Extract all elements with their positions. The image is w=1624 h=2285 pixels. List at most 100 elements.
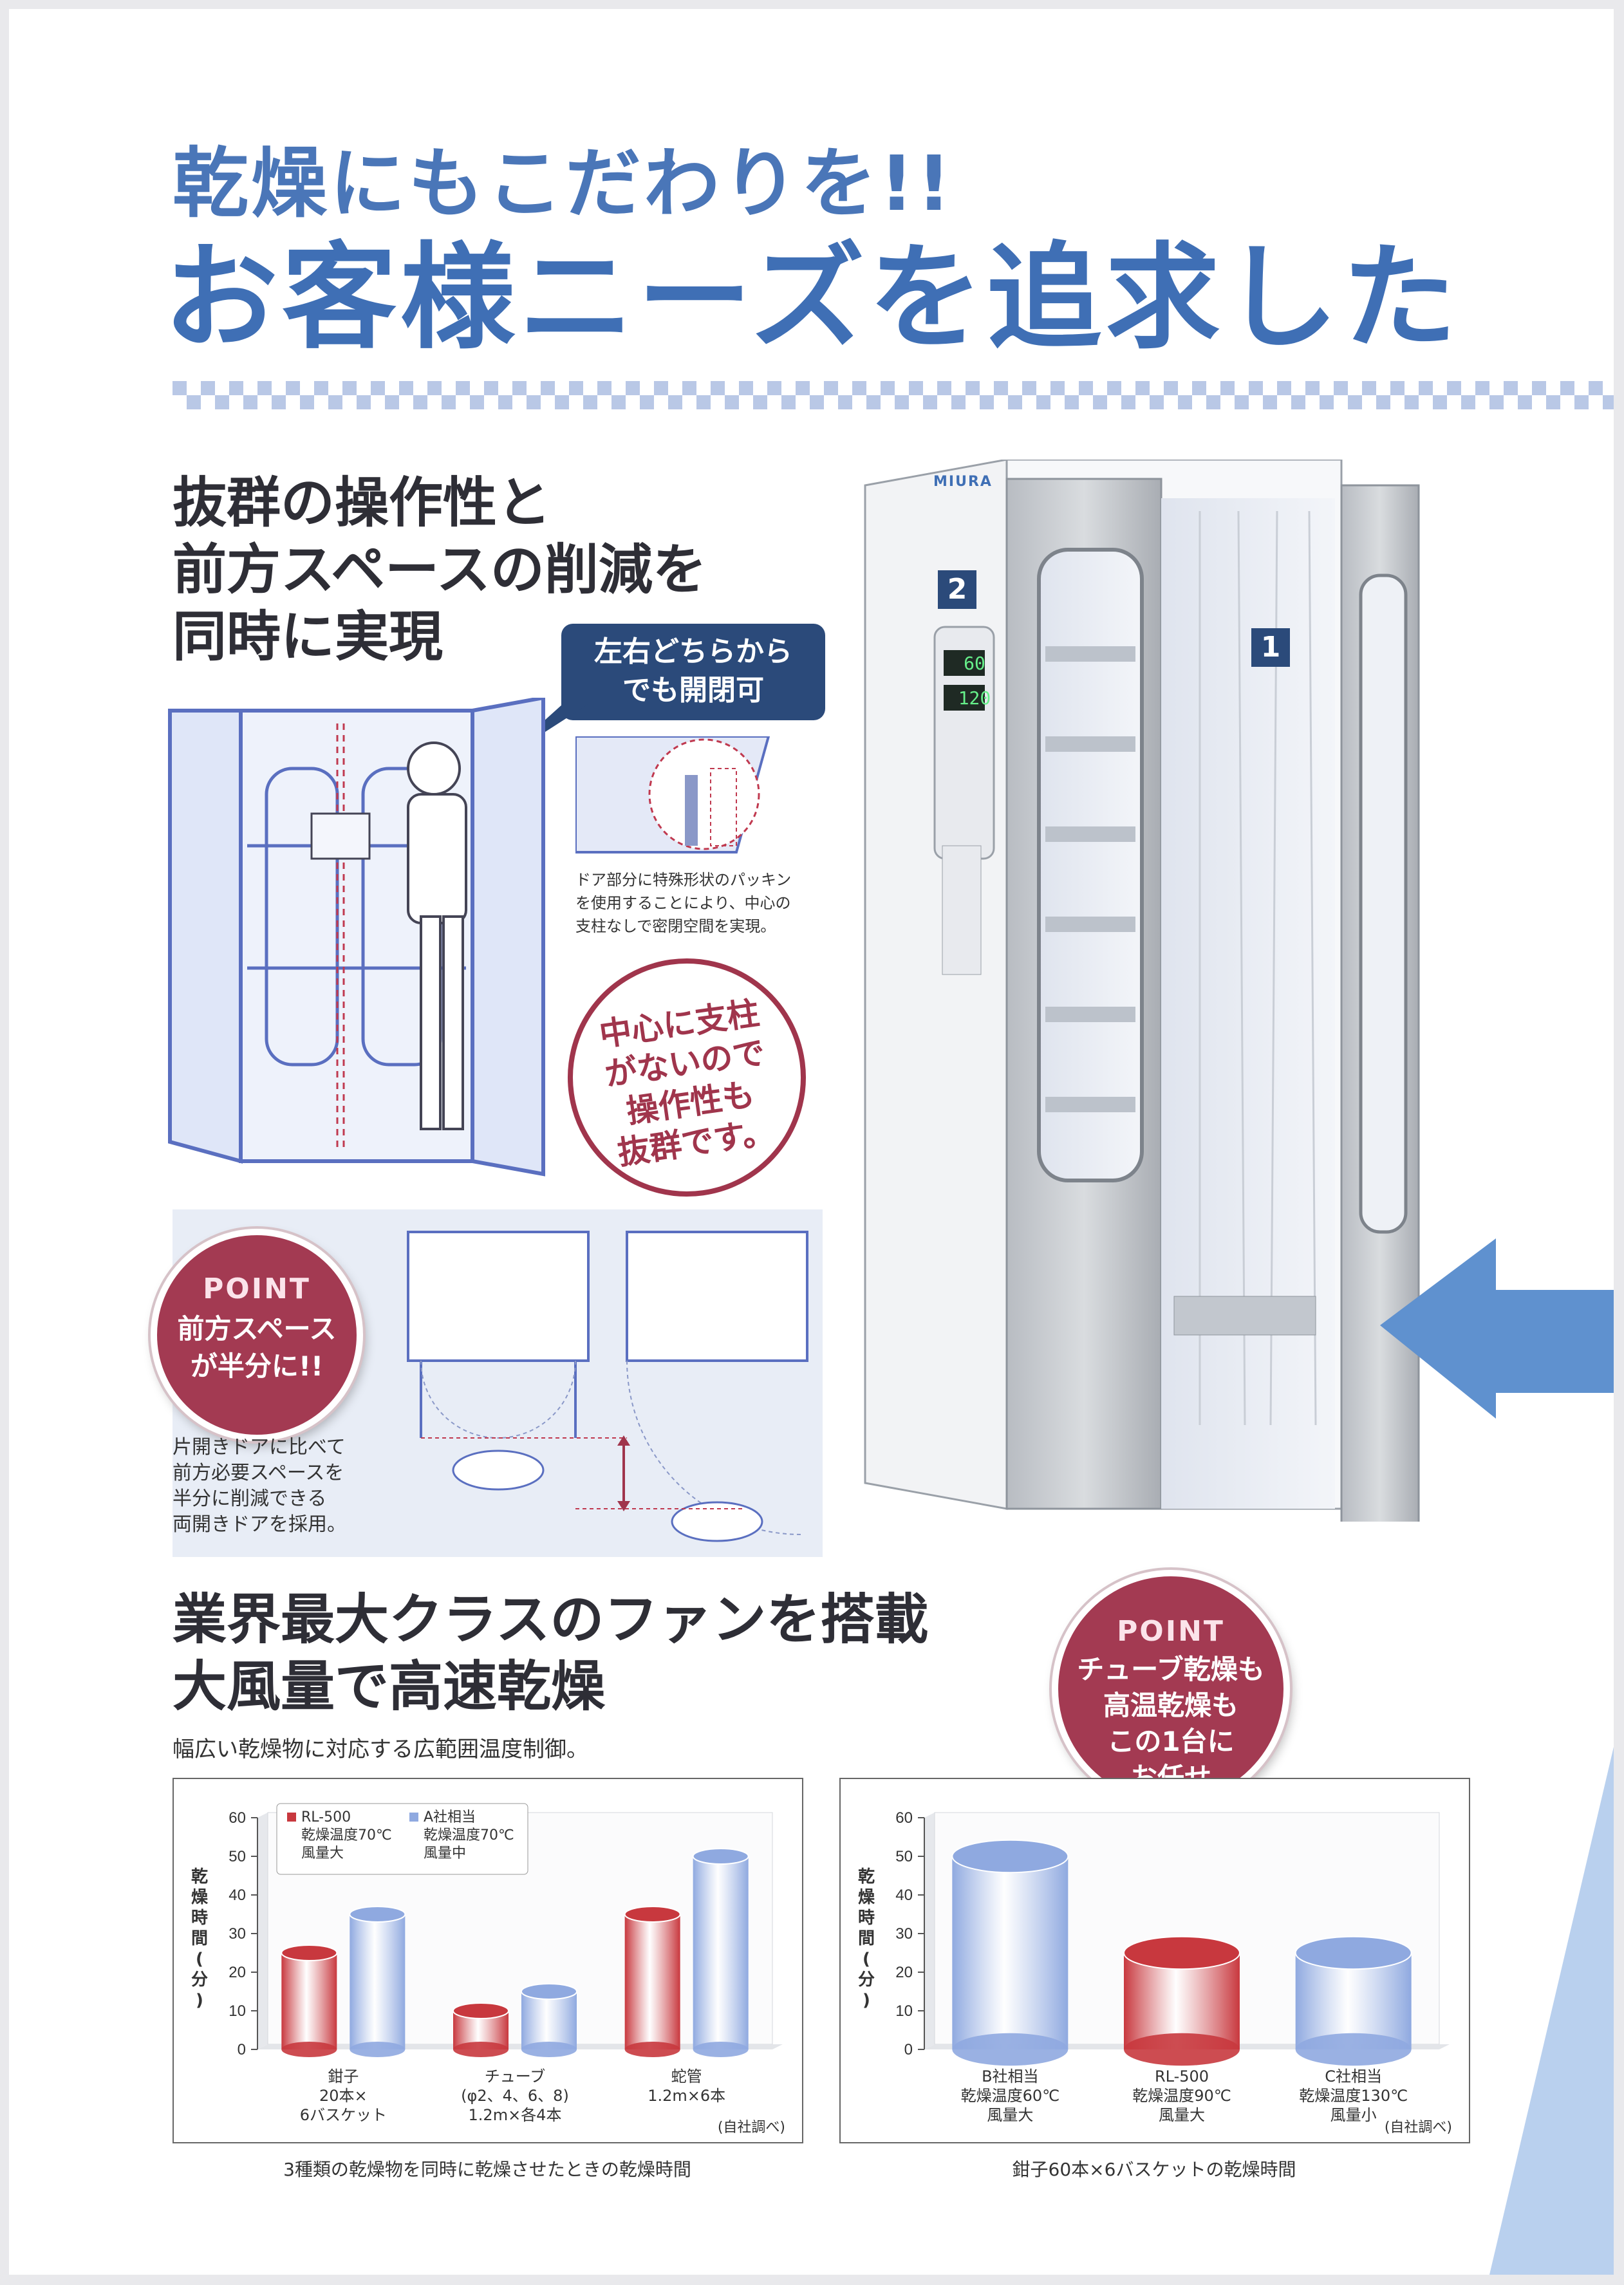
bar-base <box>350 2041 406 2058</box>
legend-swatch <box>287 1813 296 1822</box>
chart-1-caption: 3種類の乾燥物を同時に乾燥させたときの乾燥時間 <box>283 2159 691 2180</box>
bar-base <box>624 2041 680 2058</box>
bar-top <box>624 1905 681 1923</box>
cabinet-illustration <box>168 698 545 1177</box>
checker-divider <box>173 381 1614 409</box>
y-axis-label-char: 乾 <box>191 1867 208 1887</box>
chart-note: (自社調べ) <box>718 2120 785 2136</box>
y-axis-label-char: 燥 <box>858 1888 875 1907</box>
bar-top <box>1123 1935 1240 1970</box>
product-cabinet-photo <box>864 460 1420 1522</box>
bar-top <box>521 1982 577 2001</box>
y-tick-label: 20 <box>895 1964 913 1981</box>
gasket-detail <box>575 736 770 853</box>
space-note: 片開きドアに比べて 前方必要スペースを 半分に削減できる 両開きドアを採用。 <box>173 1436 346 1536</box>
y-tick-label: 10 <box>895 2002 913 2020</box>
bar-base <box>693 2041 749 2058</box>
y-tick-label: 60 <box>229 1809 246 1827</box>
x-tick-label: C社相当 <box>1325 2067 1382 2085</box>
legend-label: A社相当 <box>424 1809 476 1825</box>
bar-base <box>281 2041 337 2058</box>
headline: お客様ニーズを追求した <box>163 231 1461 364</box>
y-tick-label: 40 <box>895 1887 913 1904</box>
blue-arrow <box>1380 1238 1614 1419</box>
bar-base <box>952 2033 1069 2066</box>
y-axis-label-char: 時 <box>858 1908 875 1928</box>
y-axis-label-char: 間 <box>191 1929 208 1948</box>
bar <box>624 1914 680 2049</box>
x-tick-label: RL-500 <box>1155 2067 1209 2085</box>
y-axis-label-char: 燥 <box>191 1888 209 1907</box>
bar-base <box>1295 2033 1412 2066</box>
bar <box>281 1953 337 2049</box>
y-tick-label: 30 <box>895 1925 913 1943</box>
tag-1: 1 <box>1251 628 1290 667</box>
y-axis-label-char: ( <box>196 1950 203 1969</box>
bar <box>693 1856 749 2049</box>
center-pillar-bubble: 中心に支柱 がないので 操作性も 抜群です。 <box>552 943 821 1212</box>
section2-subtitle: 幅広い乾燥物に対応する広範囲温度制御。 <box>173 1737 588 1762</box>
x-tick-label: 6バスケット <box>300 2106 387 2124</box>
legend-label: 風量大 <box>301 1845 344 1861</box>
x-tick-label: 風量小 <box>1330 2106 1377 2124</box>
door-comparison-diagram <box>407 1231 808 1542</box>
bar-base <box>453 2041 509 2058</box>
y-tick-label: 0 <box>904 2041 913 2058</box>
y-tick-label: 0 <box>238 2041 246 2058</box>
x-tick-label: 1.2m×各4本 <box>469 2106 562 2124</box>
bar-top <box>1294 1935 1412 1970</box>
bar-base <box>521 2041 577 2058</box>
x-tick-label: B社相当 <box>982 2067 1038 2085</box>
y-axis-label-char: 時 <box>191 1908 208 1928</box>
x-tick-label: 1.2m×6本 <box>648 2087 725 2105</box>
chart-2-caption: 鉗子60本×6バスケットの乾燥時間 <box>1012 2159 1296 2180</box>
chart-2: 0102030405060乾燥時間(分)B社相当乾燥温度60℃風量大RL-500… <box>858 1809 1452 2136</box>
x-tick-label: 蛇管 <box>671 2067 702 2085</box>
door-open-bubble: 左右どちらから でも開閉可 <box>561 624 825 720</box>
chart-note: (自社調べ) <box>1385 2120 1452 2136</box>
bar <box>350 1914 406 2049</box>
x-tick-label: (φ2、4、6、8) <box>461 2087 569 2105</box>
blue-wedge <box>1489 1747 1614 2275</box>
brand-logo: MIURA <box>933 474 993 490</box>
y-tick-label: 30 <box>229 1925 246 1943</box>
y-tick-label: 50 <box>229 1848 246 1865</box>
x-tick-label: 20本× <box>319 2087 368 2105</box>
legend-box <box>276 1803 528 1875</box>
y-tick-label: 40 <box>229 1887 246 1904</box>
bar-top <box>281 1944 338 1962</box>
y-axis-label-char: 間 <box>858 1929 875 1948</box>
gasket-note: ドア部分に特殊形状のパッキン を使用することにより、中心の 支柱なしで密閉空間を… <box>575 871 792 935</box>
y-axis-label-char: ( <box>863 1950 870 1969</box>
bar-top <box>951 1839 1069 1874</box>
tag-2: 2 <box>938 570 976 609</box>
bar-base <box>1124 2033 1240 2066</box>
legend-swatch <box>409 1813 418 1822</box>
bar-top <box>692 1847 749 1865</box>
display-top: 60 <box>964 653 985 674</box>
brochure-page: 乾燥にもこだわりを!! お客様ニーズを追求した 抜群の操作性と 前方スペースの削… <box>9 9 1614 2275</box>
y-tick-label: 20 <box>229 1964 246 1981</box>
legend-label: RL-500 <box>301 1809 351 1825</box>
x-tick-label: 風量大 <box>1159 2106 1205 2124</box>
bar-top <box>453 2002 509 2020</box>
bar <box>952 1856 1069 2049</box>
y-axis-label-char: ) <box>863 1991 870 2010</box>
x-tick-label: 乾燥温度130℃ <box>1299 2087 1408 2105</box>
x-tick-label: 鉗子 <box>328 2067 359 2085</box>
x-tick-label: 風量大 <box>987 2106 1033 2124</box>
y-tick-label: 60 <box>895 1809 913 1827</box>
y-axis-label-char: 分 <box>191 1970 208 1990</box>
y-axis-label-char: ) <box>196 1991 203 2010</box>
x-tick-label: 乾燥温度60℃ <box>961 2087 1060 2105</box>
x-tick-label: チューブ <box>485 2067 546 2085</box>
point-badge-tube: POINT チューブ乾燥も 高温乾燥も この1台に お任せ <box>1052 1570 1290 1808</box>
kicker-title: 乾燥にもこだわりを!! <box>173 139 954 228</box>
legend-label: 風量中 <box>424 1845 466 1861</box>
bar <box>521 1991 577 2049</box>
legend-label: 乾燥温度70℃ <box>301 1827 392 1843</box>
display-bottom: 120 <box>958 687 991 709</box>
y-axis-label-char: 乾 <box>858 1867 875 1887</box>
